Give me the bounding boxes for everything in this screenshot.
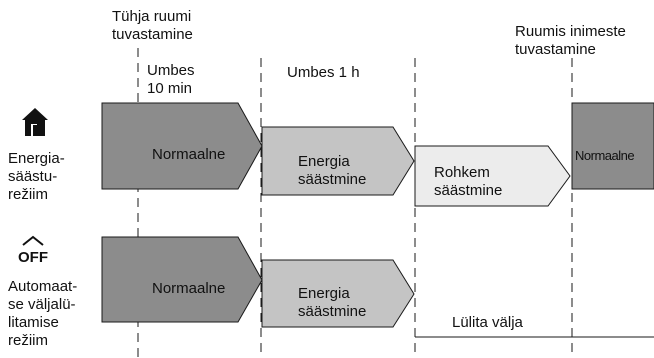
stage-normal-1	[101, 102, 263, 190]
stage-label-energy-saving-2: Energia säästmine	[298, 285, 367, 320]
house-icon	[22, 108, 48, 136]
stage-energy-saving-1	[261, 126, 415, 196]
stage-label-more-saving: Rohkem säästmine	[434, 164, 503, 199]
header-empty-room-detection: Tühja ruumi tuvastamine	[112, 8, 193, 43]
row-label-auto-off: Automaat- se väljalü- litamise režiim	[8, 278, 78, 349]
stage-normal-2	[571, 102, 654, 190]
stage-label-power-off: Lülita välja	[452, 314, 523, 331]
stage-label-energy-saving-1: Energia säästmine	[298, 153, 367, 188]
off-icon: OFF	[18, 235, 48, 266]
stage-label-normal-1: Normaalne	[152, 146, 226, 163]
header-approx-1h: Umbes 1 h	[287, 64, 360, 81]
header-approx-10min: Umbes 10 min	[147, 62, 195, 97]
stage-label-normal-2: Normaalne	[575, 148, 635, 163]
stage-label-normal-3: Normaalne	[152, 280, 226, 297]
off-icon-text: OFF	[18, 249, 48, 266]
stage-normal-3	[101, 236, 263, 323]
stage-more-saving	[414, 145, 571, 207]
stage-energy-saving-2	[261, 259, 415, 328]
row-label-energy-saving: Energia- säästu- režiim	[8, 150, 65, 203]
header-people-detection: Ruumis inimeste tuvastamine	[515, 23, 626, 58]
